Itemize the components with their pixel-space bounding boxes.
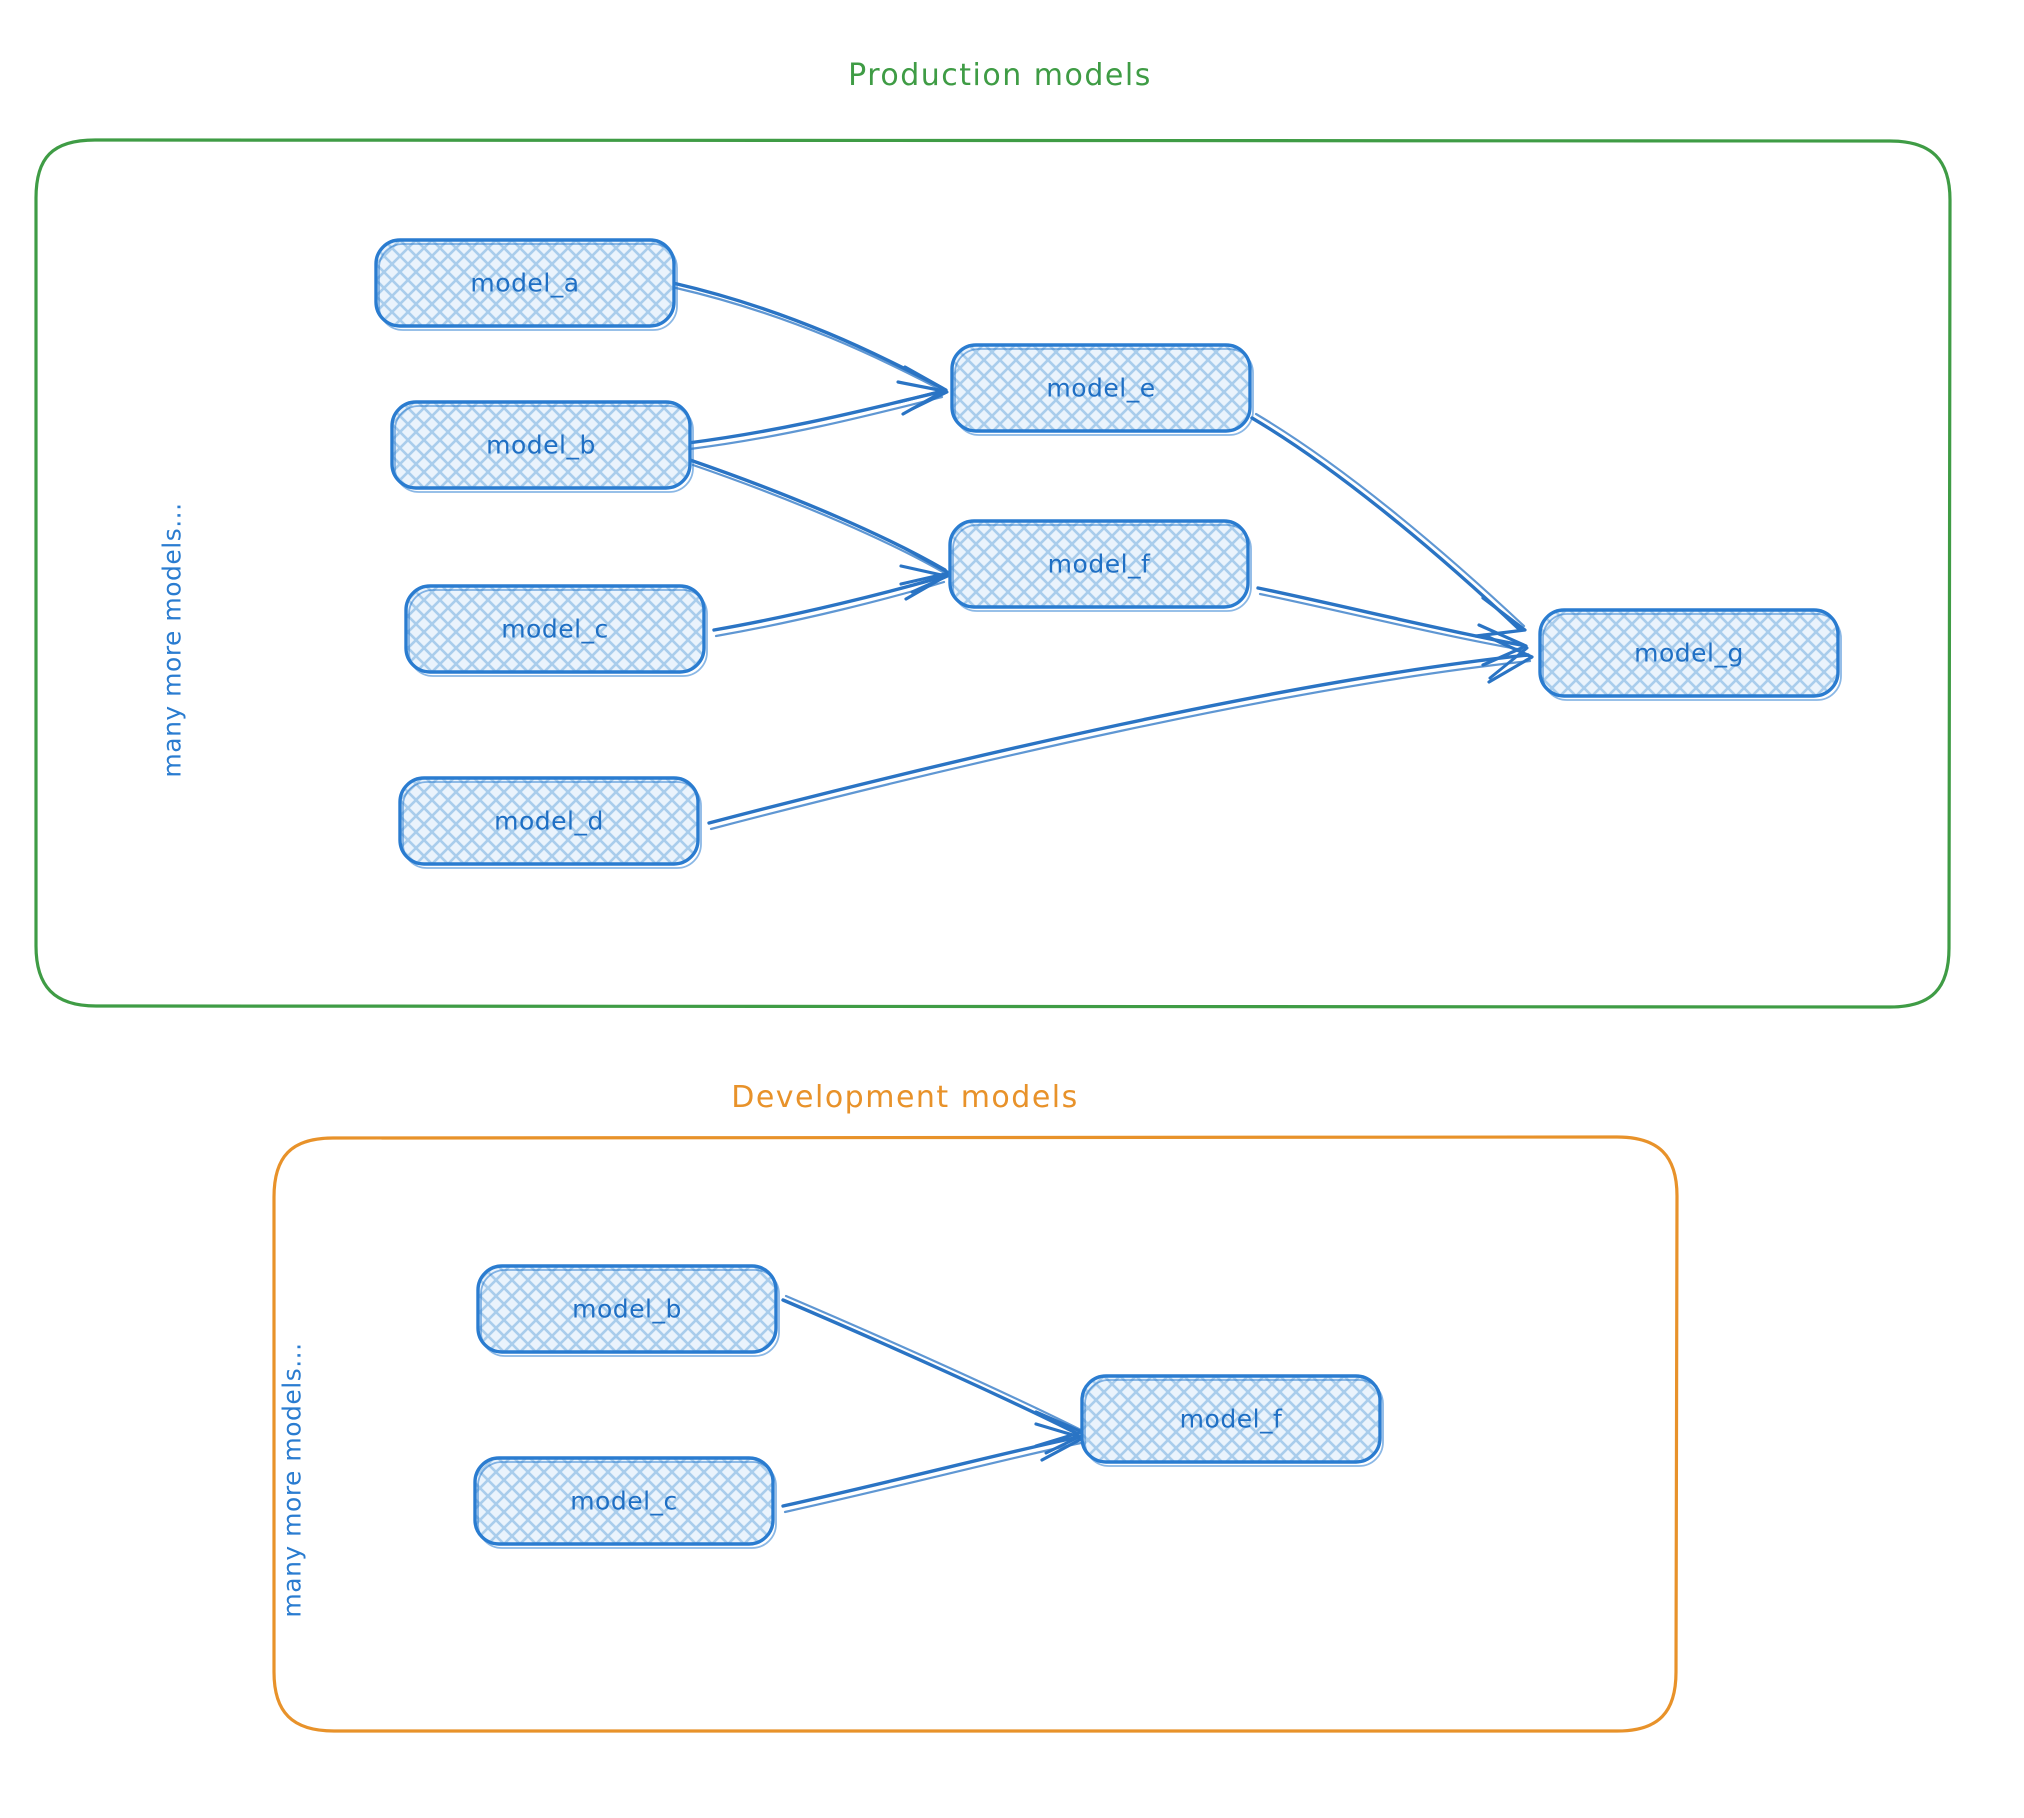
node-model_c-shape[interactable] — [404, 584, 706, 674]
dev-node-model_b-shadow — [480, 1269, 780, 1357]
dev-node-model_f-shadow — [1084, 1379, 1384, 1467]
node-model_d-shape[interactable] — [398, 776, 700, 866]
dev-node-model_c-shadow — [477, 1461, 777, 1549]
node-model_f-shadow — [952, 524, 1252, 612]
node-model_c[interactable] — [404, 584, 708, 677]
production-nodes — [374, 238, 1842, 869]
node-model_g[interactable] — [1538, 608, 1842, 701]
node-model_a-shadow — [378, 243, 678, 331]
node-model_b-shadow — [394, 405, 694, 493]
node-model_e-shadow — [954, 348, 1254, 436]
edge-model_b-model_e — [686, 380, 946, 451]
node-model_d-shadow — [402, 781, 702, 869]
edge-model_e-model_g — [1250, 412, 1527, 638]
production-group-container — [34, 138, 1952, 1009]
development-border — [272, 1135, 1679, 1733]
node-model_g-shape[interactable] — [1538, 608, 1840, 698]
dev-node-model_c-shape[interactable] — [473, 1456, 775, 1546]
development-nodes — [473, 1264, 1384, 1549]
dev-node-model_c[interactable] — [473, 1456, 777, 1549]
node-model_f-shape[interactable] — [948, 519, 1250, 609]
node-model_a[interactable] — [374, 238, 678, 331]
node-model_e[interactable] — [950, 343, 1254, 436]
edge-model_d-model_g — [707, 633, 1534, 831]
node-model_b[interactable] — [390, 400, 694, 493]
development-side-note: many more models... — [277, 1342, 307, 1618]
node-model_d[interactable] — [398, 776, 702, 869]
development-group-title: Development models — [731, 1080, 1079, 1115]
edge-model_b-model_f — [688, 458, 952, 594]
edge-model_a-model_e — [671, 281, 949, 411]
node-model_c-shadow — [408, 589, 708, 677]
production-border — [34, 138, 1952, 1009]
node-model_b-shape[interactable] — [390, 400, 692, 490]
node-model_g-shadow — [1542, 613, 1842, 701]
development-edges — [781, 1294, 1085, 1514]
dev-edge-model_b-model_f[interactable] — [781, 1294, 1085, 1455]
edge-model_c-model_f — [712, 564, 948, 638]
node-model_e-shape[interactable] — [950, 343, 1252, 433]
dev-node-model_f-shape[interactable] — [1080, 1374, 1382, 1464]
node-model_a-shape[interactable] — [374, 238, 676, 328]
dev-node-model_b[interactable] — [476, 1264, 780, 1357]
production-edges — [671, 281, 1534, 831]
dev-node-model_f[interactable] — [1080, 1374, 1384, 1467]
dev-node-model_b-shape[interactable] — [476, 1264, 778, 1354]
production-group-title: Production models — [848, 58, 1152, 93]
node-model_f[interactable] — [948, 519, 1252, 612]
dev-edge-model_c-model_f[interactable] — [781, 1422, 1085, 1514]
production-side-note: many more models... — [157, 502, 187, 778]
development-group-container — [272, 1135, 1679, 1733]
